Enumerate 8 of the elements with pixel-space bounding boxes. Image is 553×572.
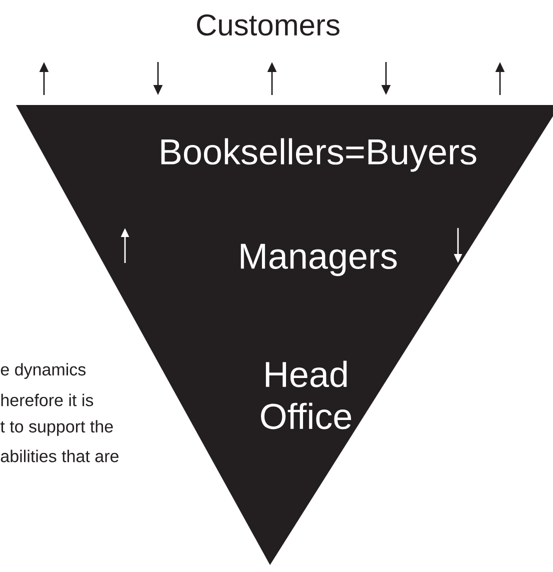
triangle-label: Booksellers=Buyers xyxy=(161,138,476,172)
triangle-label: Managers xyxy=(240,244,397,276)
text-line: t to support the xyxy=(0,420,113,436)
heading: Customers xyxy=(197,14,340,36)
text-line: herefore it is xyxy=(1,394,94,406)
text-line: abilities that are xyxy=(0,450,118,462)
triangle-label: Head Office xyxy=(261,360,352,430)
text-line: e dynamics xyxy=(0,363,86,379)
